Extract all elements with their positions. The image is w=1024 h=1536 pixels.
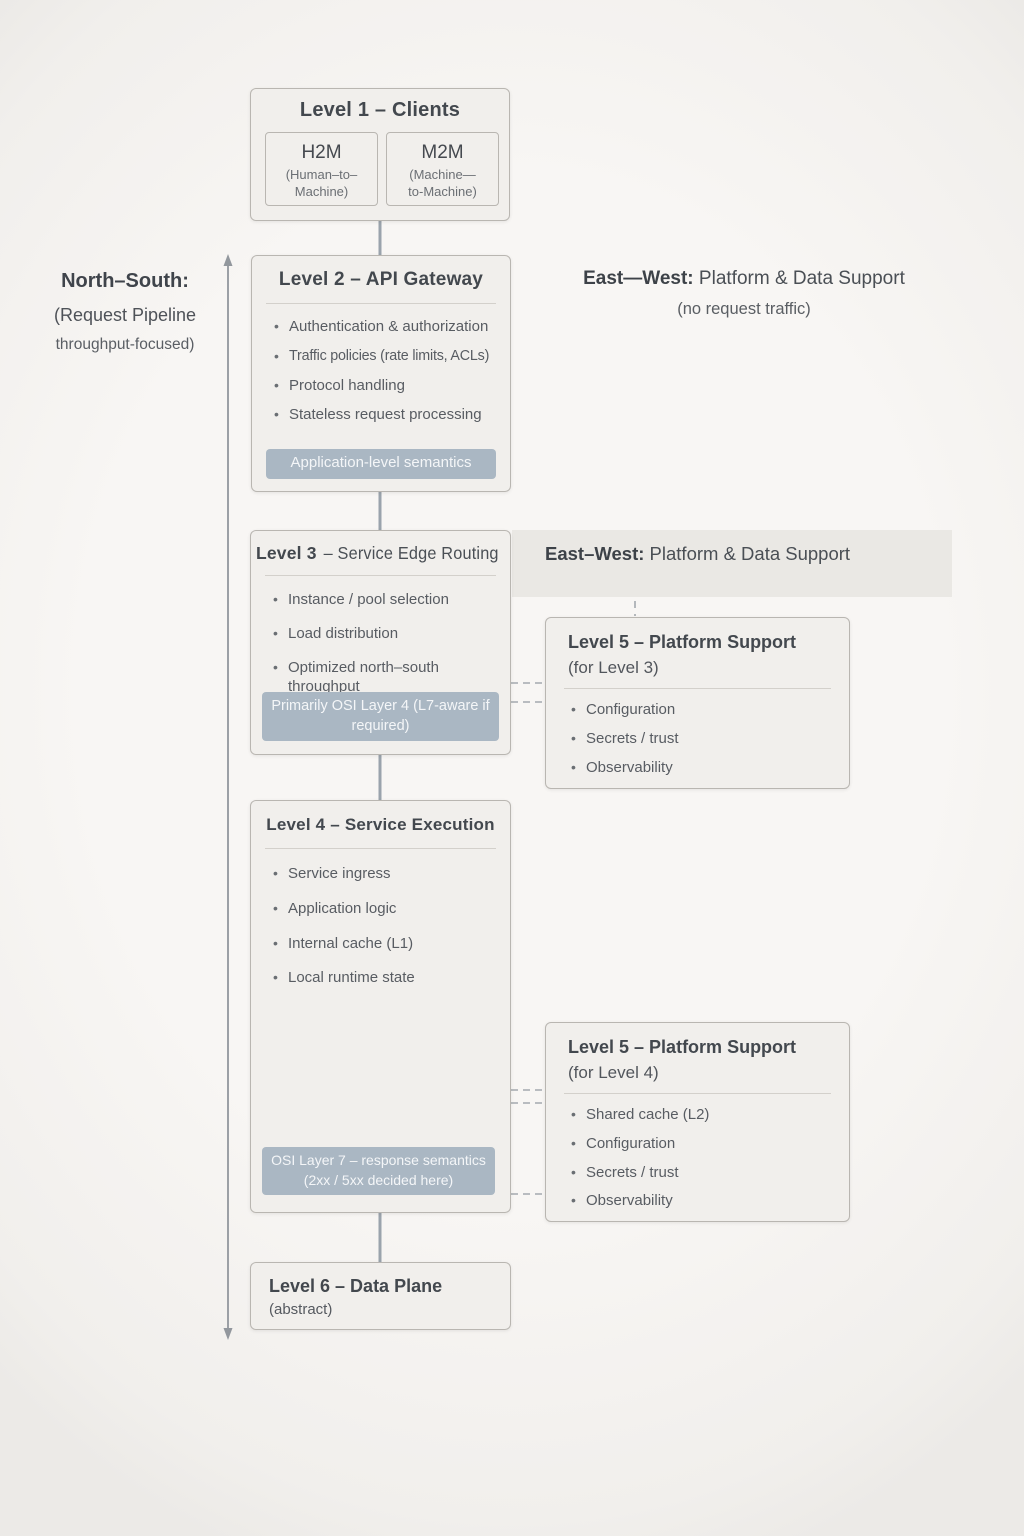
arrow-down-icon bbox=[223, 1328, 233, 1340]
level3-bullet: Load distribution bbox=[273, 624, 502, 644]
client-m2m-name: M2M bbox=[421, 142, 464, 163]
level5a-title: Level 5 – Platform Support bbox=[568, 632, 797, 652]
east-west-top-label: East—West: Platform & Data Support (no r… bbox=[548, 268, 940, 319]
level6-title: Level 6 – Data Plane bbox=[269, 1276, 443, 1296]
level4-bullet-list: Service ingress Application logic Intern… bbox=[251, 864, 510, 988]
level5a-bullet: Observability bbox=[571, 758, 841, 778]
level3-title-prefix: Level 3 bbox=[255, 543, 317, 563]
level3-title: Level 3 – Service Edge Routing bbox=[251, 543, 510, 564]
level2-bullet: Protocol handling bbox=[274, 376, 502, 396]
level2-separator bbox=[266, 303, 496, 304]
north-south-label: North–South: (Request Pipeline throughpu… bbox=[30, 270, 220, 354]
level5a-bullet: Configuration bbox=[571, 700, 841, 720]
client-h2m-desc-line2: Machine) bbox=[294, 183, 349, 199]
level4-separator bbox=[265, 848, 496, 849]
level5b-subtitle: (for Level 4) bbox=[568, 1063, 659, 1082]
arrow-up-icon bbox=[223, 254, 233, 266]
level5b-box: Level 5 – Platform Support (for Level 4)… bbox=[545, 1022, 850, 1222]
level1-title: Level 1 – Clients bbox=[299, 99, 461, 121]
north-south-line3: throughput-focused) bbox=[55, 336, 195, 353]
client-m2m-box: M2M (Machine—to-Machine) bbox=[386, 132, 499, 206]
level5a-separator bbox=[564, 688, 831, 689]
level5a-bullet: Secrets / trust bbox=[571, 729, 841, 749]
level5b-title: Level 5 – Platform Support bbox=[568, 1037, 797, 1057]
east-west-top-title: East—West: Platform & Data Support bbox=[548, 268, 940, 290]
level5a-subtitle: (for Level 3) bbox=[568, 658, 659, 677]
level4-box: Level 4 – Service Execution Service ingr… bbox=[250, 800, 511, 1213]
north-south-line2: (Request Pipeline bbox=[53, 305, 197, 325]
level2-bullet: Authentication & authorization bbox=[274, 317, 502, 337]
level4-bullet: Internal cache (L1) bbox=[273, 934, 502, 954]
level2-bullet: Traffic policies (rate limits, ACLs) bbox=[274, 347, 502, 366]
level5b-separator bbox=[564, 1093, 831, 1094]
level5a-box: Level 5 – Platform Support (for Level 3)… bbox=[545, 617, 850, 789]
east-west-band-title-rest: Platform & Data Support bbox=[644, 543, 851, 564]
level4-bullet: Application logic bbox=[273, 899, 502, 919]
level4-badge: OSI Layer 7 – response semantics (2xx / … bbox=[262, 1147, 495, 1195]
east-west-band-title-bold: East–West: bbox=[545, 543, 645, 564]
level4-bullet: Service ingress bbox=[273, 864, 502, 884]
level5b-bullet-list: Shared cache (L2) Configuration Secrets … bbox=[546, 1105, 849, 1211]
east-west-band: East–West: Platform & Data Support bbox=[512, 530, 952, 597]
client-h2m-box: H2M (Human–to–Machine) bbox=[265, 132, 378, 206]
level5b-bullet: Observability bbox=[571, 1191, 841, 1211]
level3-separator bbox=[265, 575, 496, 576]
level2-bullet: Stateless request processing bbox=[274, 405, 502, 425]
level2-bullet-list: Authentication & authorization Traffic p… bbox=[252, 317, 510, 425]
client-h2m-name: H2M bbox=[301, 142, 342, 163]
level3-bullet: Instance / pool selection bbox=[273, 590, 502, 610]
client-m2m-desc: (Machine—to-Machine) bbox=[387, 167, 498, 201]
level3-title-rest: – Service Edge Routing bbox=[323, 543, 499, 563]
level3-bullet-list: Instance / pool selection Load distribut… bbox=[251, 590, 510, 697]
client-m2m-desc-line1: (Machine— bbox=[409, 167, 476, 182]
level3-bullet: Optimized north–south throughput bbox=[273, 658, 502, 698]
level3-box: Level 3 – Service Edge Routing Instance … bbox=[250, 530, 511, 755]
east-west-top-title-bold: East—West: bbox=[583, 268, 694, 289]
client-m2m-desc-line2: to-Machine) bbox=[408, 183, 477, 199]
north-south-title: North–South: bbox=[61, 270, 189, 292]
east-west-top-title-rest: Platform & Data Support bbox=[693, 268, 905, 289]
east-west-top-subtitle: (no request traffic) bbox=[677, 300, 811, 318]
level2-box: Level 2 – API Gateway Authentication & a… bbox=[251, 255, 511, 492]
level2-badge: Application-level semantics bbox=[266, 449, 496, 479]
level2-title: Level 2 – API Gateway bbox=[278, 269, 484, 290]
east-west-band-title: East–West: Platform & Data Support bbox=[545, 543, 850, 565]
level1-box: Level 1 – Clients H2M (Human–to–Machine)… bbox=[250, 88, 510, 221]
level6-subtitle: (abstract) bbox=[269, 1301, 333, 1318]
level4-bullet: Local runtime state bbox=[273, 968, 502, 988]
client-h2m-desc-line1: (Human–to– bbox=[285, 167, 358, 182]
level5b-bullet: Configuration bbox=[571, 1134, 841, 1154]
level5a-bullet-list: Configuration Secrets / trust Observabil… bbox=[546, 700, 849, 777]
client-h2m-desc: (Human–to–Machine) bbox=[266, 167, 377, 201]
level3-badge: Primarily OSI Layer 4 (L7-aware if requi… bbox=[262, 692, 499, 741]
level6-box: Level 6 – Data Plane (abstract) bbox=[250, 1262, 511, 1330]
level5b-bullet: Shared cache (L2) bbox=[571, 1105, 841, 1125]
level4-title: Level 4 – Service Execution bbox=[266, 815, 495, 834]
level5b-bullet: Secrets / trust bbox=[571, 1163, 841, 1183]
